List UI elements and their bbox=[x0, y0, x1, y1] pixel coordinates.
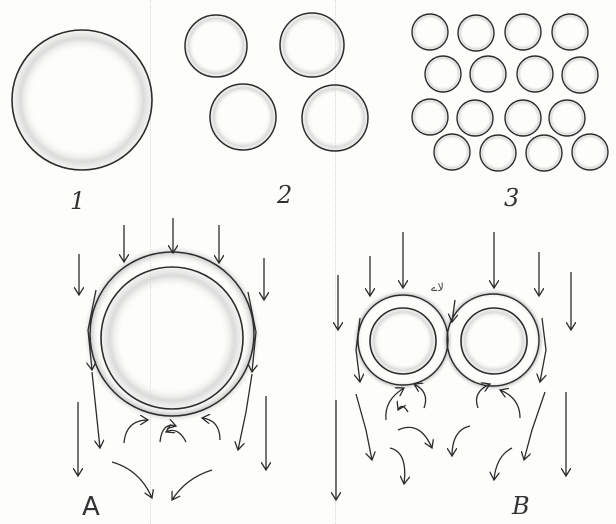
label-set-2: 2 bbox=[277, 183, 292, 207]
diagram-b-paired-bodies bbox=[353, 289, 544, 391]
diagram-a-single-body bbox=[84, 246, 260, 422]
set-1-large-circle bbox=[12, 30, 152, 170]
label-diagram-b: B bbox=[512, 494, 530, 518]
label-diagram-a: A bbox=[82, 494, 100, 520]
set-3-small-circles bbox=[412, 14, 608, 171]
label-set-3: 3 bbox=[504, 186, 519, 210]
label-set-1: 1 bbox=[70, 189, 85, 213]
gap-note: لاے bbox=[431, 282, 444, 293]
set-2-medium-circles bbox=[185, 13, 368, 151]
